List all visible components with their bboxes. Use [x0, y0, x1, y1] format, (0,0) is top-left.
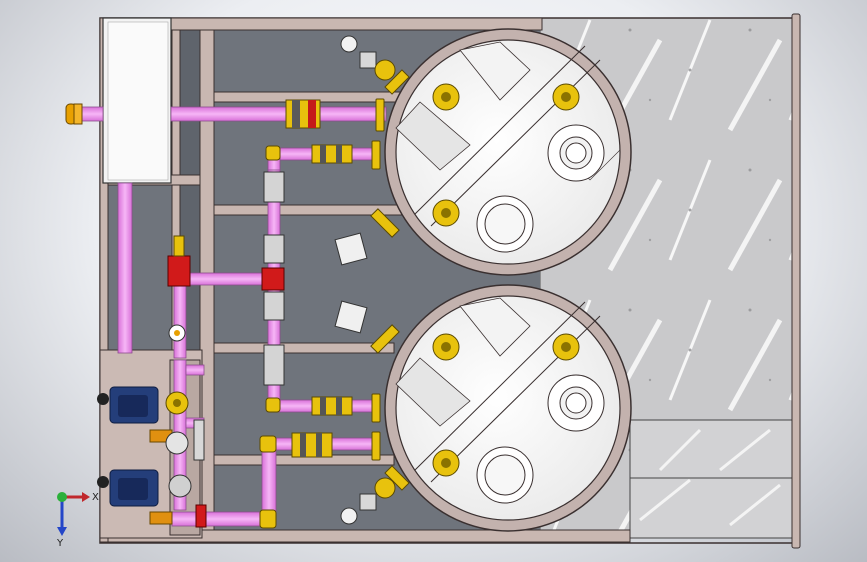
- control-box[interactable]: [102, 17, 172, 184]
- inline-valve[interactable]: [291, 432, 333, 458]
- vent-cap: [65, 103, 83, 125]
- nozzle-flanges: [370, 69, 410, 491]
- triad-y-label: Y: [56, 538, 64, 549]
- vertical-header: [263, 171, 285, 386]
- tee-valve[interactable]: [261, 267, 285, 291]
- pressure-gauge[interactable]: [168, 324, 186, 342]
- inline-valve[interactable]: [311, 396, 353, 416]
- lower-tank[interactable]: [384, 284, 632, 532]
- red-valve[interactable]: [167, 235, 191, 287]
- inline-valve[interactable]: [311, 144, 353, 164]
- tank-flange: [432, 83, 580, 227]
- actuated-valve[interactable]: [334, 232, 368, 334]
- upper-tank[interactable]: [384, 28, 632, 276]
- lower-pump[interactable]: [97, 469, 207, 528]
- upper-pump[interactable]: [97, 386, 189, 443]
- triad-x-label: X: [92, 492, 99, 503]
- hand-valve[interactable]: [340, 35, 396, 525]
- orientation-triad: X Y: [56, 492, 99, 549]
- tank-flange: [432, 333, 580, 477]
- elbow-fittings: [259, 145, 281, 529]
- inline-valve[interactable]: [285, 99, 321, 129]
- strainer: [165, 419, 205, 461]
